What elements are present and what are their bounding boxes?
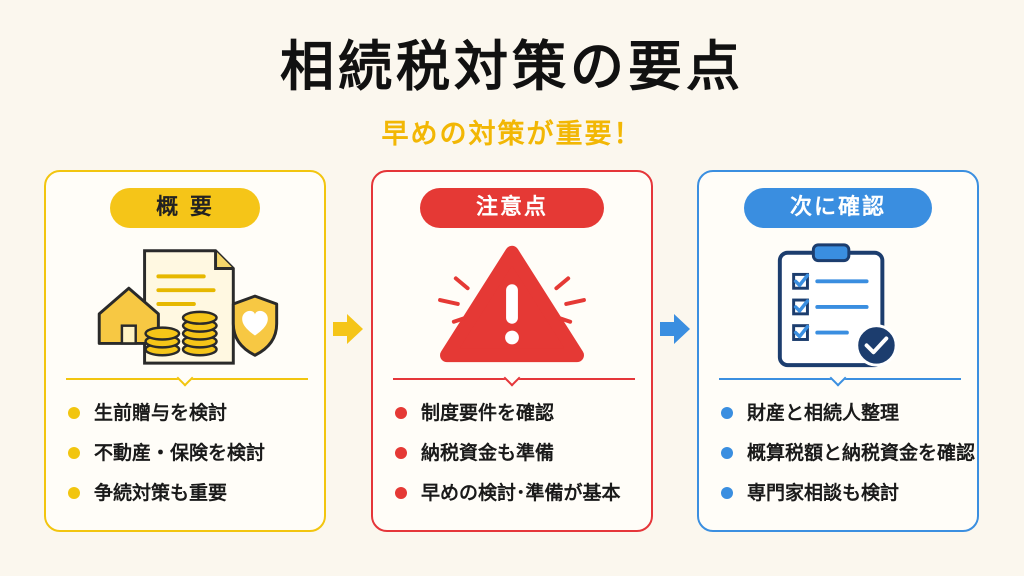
bullet-dot bbox=[395, 447, 407, 459]
arrow-right-icon bbox=[660, 314, 690, 344]
list-item-text: 争続対策も重要 bbox=[94, 482, 228, 504]
bullet-dot bbox=[721, 487, 733, 499]
next-steps-card: 次に確認 財産と相続人整理 概算税額と納税資金を確認 専門家相談も検討 bbox=[697, 170, 979, 532]
arrow-right-icon bbox=[333, 314, 363, 344]
divider-notch bbox=[176, 369, 194, 387]
next-steps-list: 財産と相続人整理 概算税額と納税資金を確認 専門家相談も検討 bbox=[721, 400, 975, 520]
bullet-dot bbox=[395, 487, 407, 499]
caution-card: 注意点 制度要件を確認 納税資金も準備 早めの検討･準備が基本 bbox=[371, 170, 653, 532]
next-steps-heading: 次に確認 bbox=[744, 188, 932, 228]
overview-list: 生前贈与を検討 不動産・保険を検討 争続対策も重要 bbox=[68, 400, 265, 520]
checklist-clipboard-icon bbox=[777, 243, 898, 368]
list-item: 納税資金も準備 bbox=[395, 440, 621, 480]
overview-card: 概 要 生前贈与を検討 不動産・保険を検討 争続対策も重要 bbox=[44, 170, 326, 532]
list-item: 財産と相続人整理 bbox=[721, 400, 975, 440]
overview-heading: 概 要 bbox=[110, 188, 260, 228]
bullet-dot bbox=[68, 407, 80, 419]
caution-heading: 注意点 bbox=[420, 188, 604, 228]
list-item: 争続対策も重要 bbox=[68, 480, 265, 520]
bullet-dot bbox=[721, 447, 733, 459]
list-item-text: 財産と相続人整理 bbox=[747, 402, 900, 424]
list-item-text: 早めの検討･準備が基本 bbox=[421, 482, 621, 504]
page-subtitle: 早めの対策が重要！ bbox=[381, 119, 643, 150]
list-item: 生前贈与を検討 bbox=[68, 400, 265, 440]
warning-triangle-icon bbox=[438, 245, 586, 363]
bullet-dot bbox=[395, 407, 407, 419]
caution-list: 制度要件を確認 納税資金も準備 早めの検討･準備が基本 bbox=[395, 400, 621, 520]
list-item: 制度要件を確認 bbox=[395, 400, 621, 440]
list-item: 概算税額と納税資金を確認 bbox=[721, 440, 975, 480]
list-item: 早めの検討･準備が基本 bbox=[395, 480, 621, 520]
list-item-text: 制度要件を確認 bbox=[421, 402, 555, 424]
divider-notch bbox=[503, 369, 521, 387]
bullet-dot bbox=[68, 447, 80, 459]
list-item-text: 概算税額と納税資金を確認 bbox=[747, 442, 976, 464]
bullet-dot bbox=[721, 407, 733, 419]
list-item-text: 不動産・保険を検討 bbox=[94, 442, 266, 464]
list-item: 専門家相談も検討 bbox=[721, 480, 975, 520]
page-title: 相続税対策の要点 bbox=[280, 35, 744, 98]
list-item-text: 納税資金も準備 bbox=[421, 442, 555, 464]
bullet-dot bbox=[68, 487, 80, 499]
list-item: 不動産・保険を検討 bbox=[68, 440, 265, 480]
house-document-coins-shield-icon bbox=[97, 249, 279, 365]
list-item-text: 生前贈与を検討 bbox=[94, 402, 228, 424]
divider-notch bbox=[829, 369, 847, 387]
list-item-text: 専門家相談も検討 bbox=[747, 482, 900, 504]
